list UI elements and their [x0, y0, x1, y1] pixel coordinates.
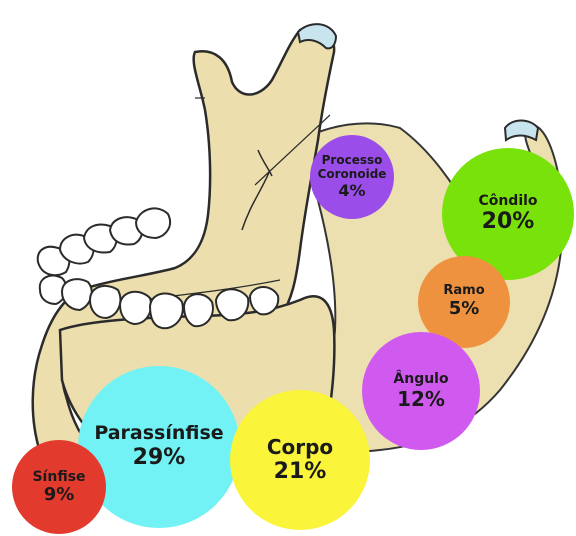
processo-coronoide-label-line2: Coronoide: [318, 168, 387, 182]
corpo-label: Corpo: [267, 436, 333, 459]
bubble-processo-coronoide: Processo Coronoide 4%: [310, 135, 394, 219]
upper-teeth: [38, 208, 170, 275]
processo-coronoide-label-line1: Processo: [322, 154, 383, 168]
processo-coronoide-percent: 4%: [338, 182, 365, 200]
sinfise-label: Sínfise: [32, 469, 85, 485]
ramo-label: Ramo: [443, 284, 484, 299]
ramo-percent: 5%: [449, 299, 480, 320]
parassinfise-percent: 29%: [133, 445, 186, 470]
parassinfise-label: Parassínfise: [94, 423, 223, 445]
condilo-label: Côndilo: [478, 193, 537, 209]
sinfise-percent: 9%: [44, 485, 75, 506]
bubble-angulo: Ângulo 12%: [362, 332, 480, 450]
condilo-percent: 20%: [482, 209, 535, 234]
angulo-percent: 12%: [397, 388, 445, 411]
bubble-corpo: Corpo 21%: [230, 390, 370, 530]
corpo-percent: 21%: [274, 459, 327, 484]
angulo-label: Ângulo: [393, 371, 448, 387]
bubble-sinfise: Sínfise 9%: [12, 440, 106, 534]
